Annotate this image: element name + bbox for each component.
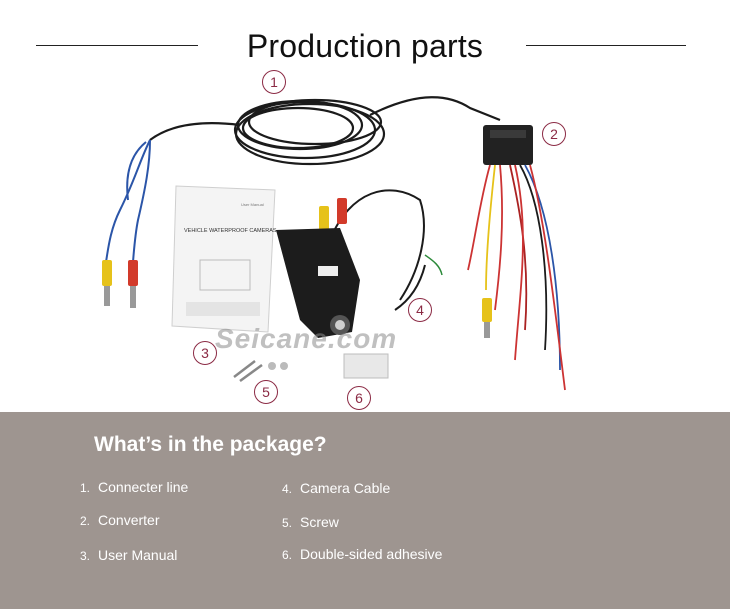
title-divider-right: [526, 45, 686, 46]
item-label: Camera Cable: [300, 480, 391, 496]
item-number: 4.: [282, 482, 293, 496]
camera-rca-plugs: [319, 198, 347, 230]
package-contents-panel: What’s in the package? 1.Connecter line …: [0, 412, 730, 609]
connecter-line-cable: [149, 96, 501, 166]
manual-heading: VEHICLE WATERPROOF CAMERAS: [184, 228, 277, 234]
package-item-1: 1. Connecter line: [80, 479, 188, 495]
brand-watermark: Seicane.com: [215, 323, 398, 354]
item-number: 3.: [80, 549, 91, 563]
marker-4: 4: [408, 298, 432, 322]
item-label: User Manual: [98, 547, 178, 563]
item-number: 1.: [80, 481, 91, 495]
package-item-4: 4. Camera Cable: [282, 480, 390, 496]
item-label: Connecter line: [98, 479, 189, 495]
item-number: 2.: [80, 514, 91, 528]
connecter-line-blue-wires: [105, 139, 151, 263]
rca-plug-red-left: [128, 260, 138, 308]
marker-6: 6: [347, 386, 371, 410]
item-label: Double-sided adhesive: [300, 546, 443, 562]
user-manual: VEHICLE WATERPROOF CAMERAS User Manual: [171, 185, 277, 333]
manual-corner-label: User Manual: [241, 202, 264, 207]
product-photo-section: Production parts: [36, 28, 686, 410]
screws: [233, 360, 288, 383]
marker-2: 2: [542, 122, 566, 146]
converter-wires: [467, 164, 566, 391]
page-title: Production parts: [246, 28, 484, 64]
rca-plug-yellow-left: [102, 260, 112, 306]
package-item-3: 3. User Manual: [80, 547, 177, 563]
item-number: 5.: [282, 516, 293, 530]
item-number: 6.: [282, 548, 293, 562]
package-item-6: 6. Double-sided adhesive: [282, 546, 442, 562]
converter-box: [483, 125, 533, 165]
camera-cable: [329, 189, 426, 311]
package-item-2: 2. Converter: [80, 512, 159, 528]
marker-1: 1: [262, 70, 286, 94]
item-label: Converter: [98, 512, 160, 528]
package-item-5: 5. Screw: [282, 514, 339, 530]
item-label: Screw: [300, 514, 339, 530]
double-sided-adhesive: [343, 353, 389, 379]
marker-3: 3: [193, 341, 217, 365]
product-photo: VEHICLE WATERPROOF CAMERAS User Manual: [102, 96, 566, 391]
rca-plug-yellow-right: [482, 298, 492, 338]
package-title: What’s in the package?: [94, 433, 327, 456]
title-divider-left: [36, 45, 198, 46]
marker-5: 5: [254, 380, 278, 404]
camera-body: [276, 228, 360, 338]
green-wire: [424, 254, 443, 276]
